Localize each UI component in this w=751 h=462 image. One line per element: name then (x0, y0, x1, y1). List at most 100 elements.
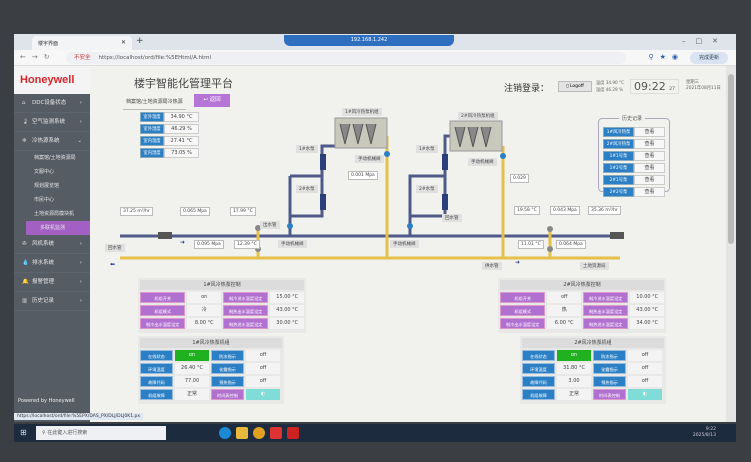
panel-title: 2#风冷热泵机组 (522, 338, 664, 348)
status-value: 77.00 (175, 376, 209, 387)
history-view-button[interactable]: 查看 (634, 139, 665, 149)
sidebar-subitem[interactable]: 规划展览馆 (34, 183, 60, 189)
diagram-return-pipe: 回水管 (442, 214, 462, 222)
setting-label: 机组开关 (140, 292, 186, 303)
sidebar-item[interactable]: ✇风机系统› (14, 235, 90, 254)
sidebar-subitem[interactable]: 市民中心 (34, 197, 55, 203)
windows-start-icon[interactable]: ⊞ (20, 428, 27, 437)
env-label: 室外温度 (140, 112, 164, 122)
honeywell-app-icon[interactable] (287, 427, 299, 439)
date-text: 2021年08月11日 (686, 86, 721, 91)
tray-date: 2025/8/13 (692, 433, 716, 438)
sidebar-item[interactable]: 💧排水系统› (14, 254, 90, 273)
setting-value[interactable]: 43.00 °C (270, 305, 304, 316)
setting-value[interactable]: 34.00 °C (630, 318, 664, 329)
diagram-right-t1: 19.58 °C (514, 206, 540, 215)
sidebar-item-icon: ⌂ (22, 100, 26, 106)
status-value: 正常 (175, 389, 209, 400)
setting-label: 制热出水温度设定 (223, 305, 269, 316)
clock-time: 09:22 (634, 80, 666, 93)
diagram-right-p1: 0.043 Mpa (550, 206, 580, 215)
update-button[interactable]: 完成更新 (690, 52, 728, 64)
tab-title: 楼宇界面 (38, 41, 59, 47)
status-label: 环境温度 (522, 363, 555, 374)
flow-arrow-left-icon: ⬅ (110, 261, 115, 268)
history-label: 1#风冷热泵 (603, 127, 634, 137)
history-view-button[interactable]: 查看 (634, 175, 665, 185)
back-button[interactable]: ↩ 返回 (194, 94, 230, 107)
setting-value[interactable]: 6.00 °C (547, 318, 581, 329)
schedule-toggle[interactable]: ◐ (628, 389, 662, 400)
status-value: 31.80 °C (557, 363, 591, 374)
scrollbar[interactable] (726, 66, 736, 422)
main-content: 楼宇智能化管理平台 档案馆/土地资源局冷热源 ↩ 返回 注销登录： ▯ Logo… (90, 66, 726, 422)
sidebar-subitem[interactable]: 土地资源局模块机 (34, 211, 75, 217)
logoff-button[interactable]: ▯ Logoff (558, 81, 592, 92)
setting-value[interactable]: 热 (547, 305, 581, 316)
setting-label: 制冷进水温度设定 (223, 292, 269, 303)
sidebar-item-icon: 💧 (22, 260, 29, 266)
schedule-toggle[interactable]: ◐ (246, 389, 280, 400)
status-label: 化霜指示 (593, 363, 626, 374)
status-label: 机组故障 (522, 389, 555, 400)
env-value: 34.90 °C (164, 112, 199, 122)
sidebar-item[interactable]: ⌂DDC设备状态› (14, 94, 90, 113)
nav-buttons[interactable]: ←→↻ (20, 53, 56, 61)
window-controls[interactable]: –□✕ (682, 37, 728, 45)
diagram-left-p2: 0.095 Mpa (194, 240, 224, 249)
setting-label: 制热进水温度设定 (223, 318, 269, 329)
setting-value[interactable]: 10.00 °C (630, 292, 664, 303)
history-label: 2#1号泵 (603, 175, 634, 185)
sidebar-item-icon: ❄ (22, 138, 27, 144)
sidebar-subitem[interactable]: 多联机监测 (26, 221, 90, 235)
history-row: 1#风冷热泵查看 (603, 127, 665, 137)
status-label: 在线状态 (140, 350, 173, 361)
history-view-button[interactable]: 查看 (634, 163, 665, 173)
zoom-star-icons[interactable]: ⚲★◉ (648, 53, 684, 61)
setting-value[interactable]: off (547, 292, 581, 303)
sidebar-item-icon: ▥ (22, 298, 28, 304)
setting-value[interactable]: 冷 (187, 305, 221, 316)
setting-label: 制冷出水温度设定 (140, 318, 186, 329)
sidebar: Honeywell ⌂DDC设备状态›🌡空气监测系统›❄冷热源系统⌄档案馆/土地… (14, 66, 90, 422)
sidebar-item[interactable]: ❄冷热源系统⌄ (14, 132, 90, 151)
browser-tab[interactable]: 楼宇界面 ✕ (32, 36, 132, 50)
new-tab-button[interactable]: + (136, 36, 144, 46)
sidebar-item[interactable]: 🌡空气监测系统› (14, 113, 90, 132)
status-value: off (246, 376, 280, 387)
wps-icon[interactable] (270, 427, 282, 439)
taskbar-search[interactable]: ⚲ 在此键入进行搜索 (36, 426, 166, 440)
setting-value[interactable]: 30.00 °C (270, 318, 304, 329)
diagram-pump1: 1#水泵 (296, 145, 318, 153)
setting-value[interactable]: 8.00 °C (187, 318, 221, 329)
setting-value[interactable]: 15.00 °C (270, 292, 304, 303)
sidebar-subitem[interactable]: 文服中心 (34, 169, 55, 175)
sidebar-item-label: 风机系统 (32, 241, 55, 247)
setting-value[interactable]: 43.00 °C (630, 305, 664, 316)
history-view-button[interactable]: 查看 (634, 187, 665, 197)
sidebar-item[interactable]: ▥历史记录› (14, 292, 90, 311)
sidebar-item[interactable]: 🔔报警管理› (14, 273, 90, 292)
history-view-button[interactable]: 查看 (634, 127, 665, 137)
close-tab-icon[interactable]: ✕ (120, 39, 126, 46)
sidebar-item-icon: 🌡 (22, 119, 29, 125)
sidebar-subitem[interactable]: 档案馆/土地资源局 (34, 155, 76, 161)
url-text: https://localhost/ord/file:%5EHtml/A.htm… (98, 55, 212, 61)
folder-icon[interactable] (236, 427, 248, 439)
edge-icon[interactable] (219, 427, 231, 439)
history-view-button[interactable]: 查看 (634, 151, 665, 161)
setting-value[interactable]: on (187, 292, 221, 303)
clock-seconds: 27 (669, 87, 675, 92)
chrome-icon[interactable] (253, 427, 265, 439)
